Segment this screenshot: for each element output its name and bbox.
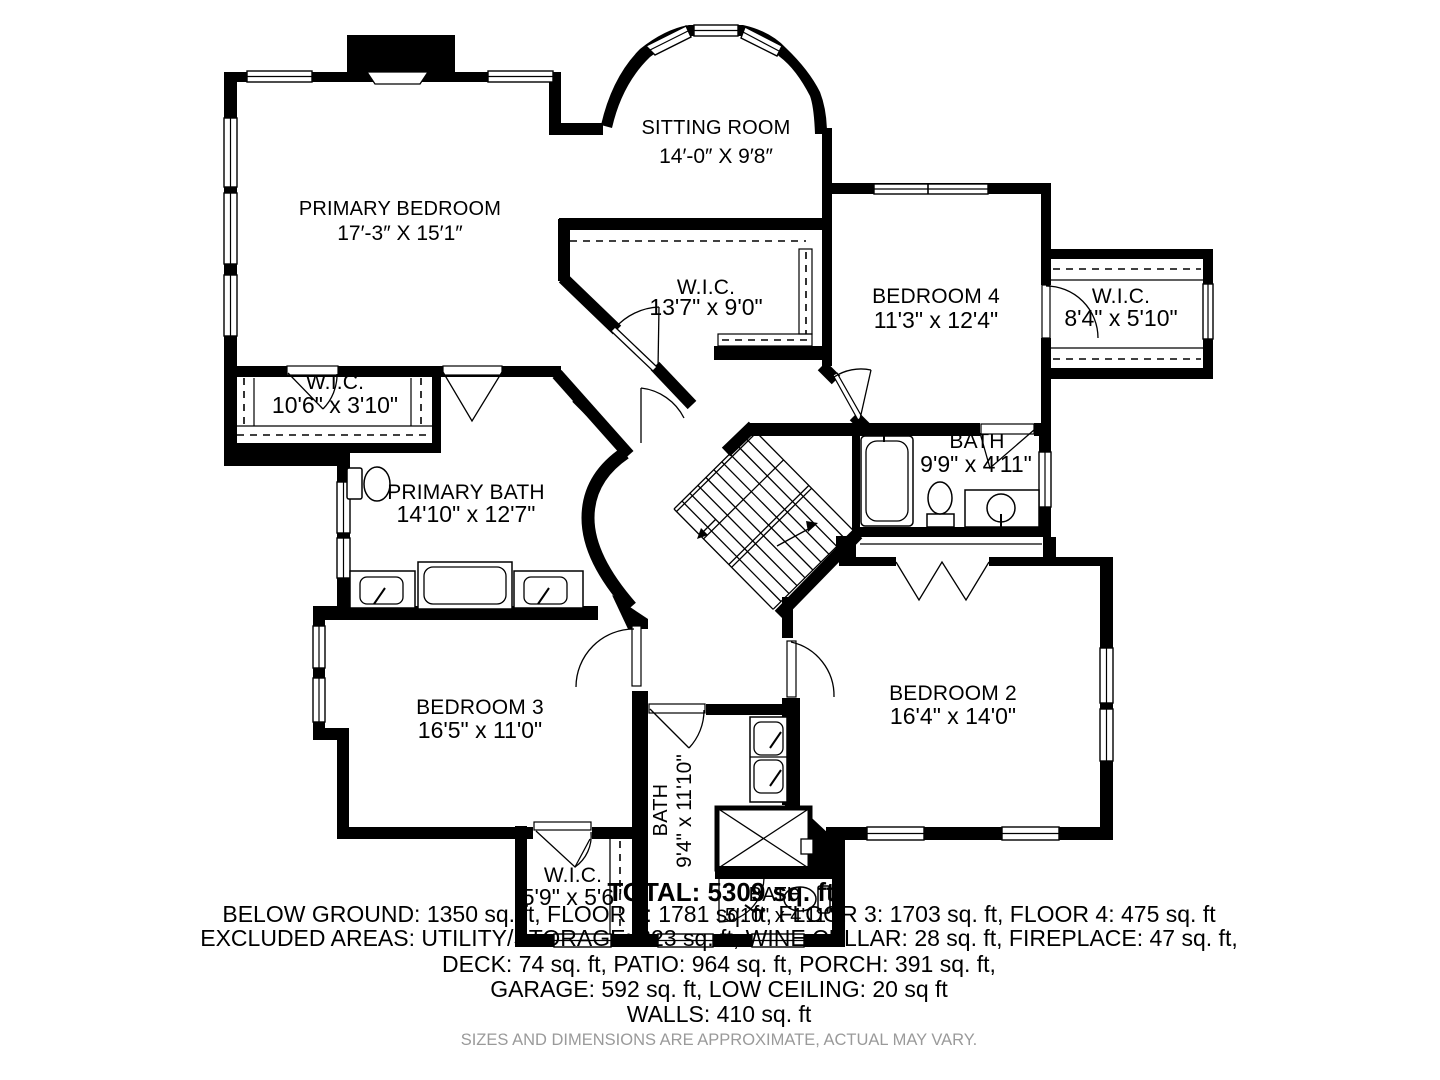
svg-text:TOTAL: 5309 sq. ft: TOTAL: 5309 sq. ft (607, 877, 835, 907)
svg-text:5'10" x 4'11": 5'10" x 4'11" (725, 905, 833, 927)
svg-text:PRIMARY BATH: PRIMARY BATH (387, 481, 545, 504)
svg-text:BATH: BATH (749, 884, 802, 906)
svg-text:W.I.C.: W.I.C. (1092, 285, 1150, 308)
svg-text:W.I.C.: W.I.C. (544, 864, 602, 887)
svg-text:BEDROOM 4: BEDROOM 4 (872, 285, 1000, 308)
svg-text:5'9" x 5'6": 5'9" x 5'6" (522, 884, 623, 910)
svg-text:GARAGE: 592 sq. ft, LOW CEILIN: GARAGE: 592 sq. ft, LOW CEILING: 20 sq f… (490, 976, 948, 1002)
svg-text:10'6" x 3'10": 10'6" x 3'10" (272, 392, 398, 418)
svg-text:11'3" x 12'4": 11'3" x 12'4" (874, 307, 998, 333)
svg-text:9'4" x 11'10": 9'4" x 11'10" (673, 754, 696, 868)
svg-text:BATH: BATH (650, 784, 672, 837)
svg-text:BEDROOM 3: BEDROOM 3 (416, 696, 544, 719)
svg-text:W.I.C.: W.I.C. (306, 371, 364, 394)
svg-text:13'7" x 9'0": 13'7" x 9'0" (649, 294, 762, 320)
svg-text:14′-0″ X 9′8″: 14′-0″ X 9′8″ (659, 145, 773, 168)
svg-text:BATH: BATH (949, 430, 1004, 453)
svg-text:8'4" x 5'10": 8'4" x 5'10" (1064, 305, 1177, 331)
svg-text:W.I.C.: W.I.C. (677, 276, 735, 299)
svg-text:SITTING ROOM: SITTING ROOM (641, 117, 790, 139)
svg-text:PRIMARY BEDROOM: PRIMARY BEDROOM (299, 198, 501, 220)
svg-text:EXCLUDED AREAS: UTILITY/STORAG: EXCLUDED AREAS: UTILITY/STORAGE: 223 sq.… (200, 925, 1237, 951)
svg-text:9'9" x 4'11": 9'9" x 4'11" (920, 451, 1032, 477)
svg-text:WALLS: 410 sq. ft: WALLS: 410 sq. ft (627, 1001, 812, 1027)
svg-text:17′-3″ X 15′1″: 17′-3″ X 15′1″ (337, 222, 463, 245)
svg-text:SIZES AND DIMENSIONS ARE APPRO: SIZES AND DIMENSIONS ARE APPROXIMATE, AC… (461, 1031, 978, 1049)
svg-text:BELOW GROUND: 1350 sq. ft, FLO: BELOW GROUND: 1350 sq. ft, FLOOR 2: 1781… (222, 901, 1216, 927)
svg-text:14'10" x 12'7": 14'10" x 12'7" (397, 501, 536, 527)
svg-text:DECK: 74 sq. ft, PATIO: 964 sq: DECK: 74 sq. ft, PATIO: 964 sq. ft, PORC… (442, 951, 996, 977)
svg-text:BEDROOM 2: BEDROOM 2 (889, 682, 1017, 705)
svg-text:16'4" x 14'0": 16'4" x 14'0" (890, 703, 1016, 729)
svg-text:16'5" x 11'0": 16'5" x 11'0" (418, 717, 542, 743)
